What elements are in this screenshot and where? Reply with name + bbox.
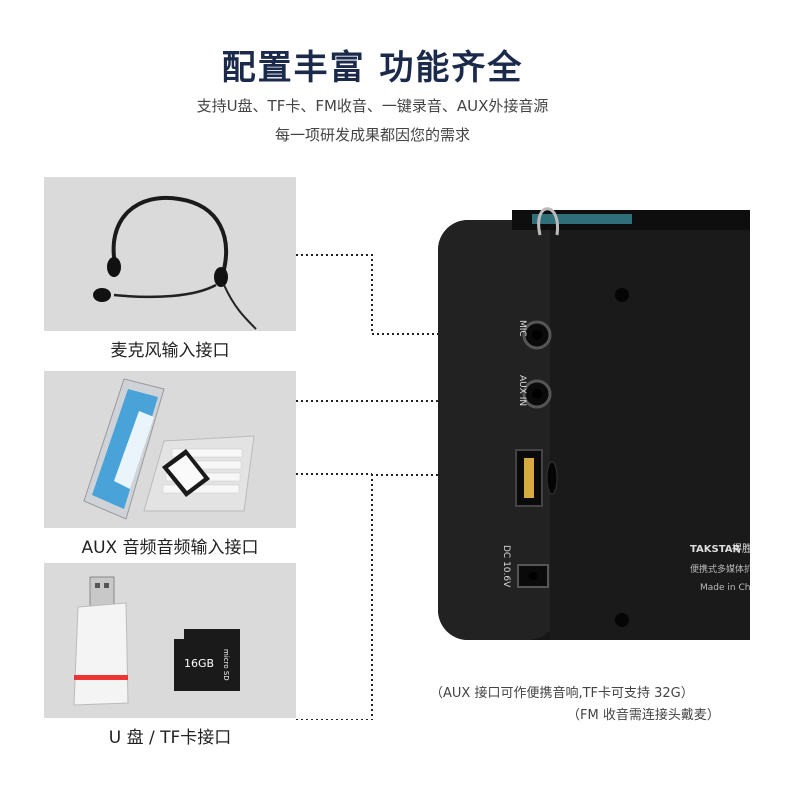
subtitle-line-1: 支持U盘、TF卡、FM收音、一键录音、AUX外接音源 [196, 97, 549, 115]
svg-text:TAKSTAR: TAKSTAR [690, 544, 741, 555]
headset-microphone-icon [93, 195, 257, 330]
speaker-device: MIC AUX IN DC 10.6V TAKSTAR 得胜 便携式多媒体扩音器… [438, 207, 750, 640]
svg-text:AUX IN: AUX IN [517, 375, 527, 406]
svg-text:便携式多媒体扩音器: 便携式多媒体扩音器 [690, 563, 750, 575]
tf-slot-icon [546, 461, 558, 495]
note-line-2: （FM 收音需连接头戴麦） [567, 708, 720, 723]
usb-port-icon [515, 449, 543, 507]
phone-icon [162, 449, 210, 497]
usb-tf-panel: 16GB micro SD [44, 563, 296, 718]
microphone-panel [44, 177, 296, 331]
aux-caption: AUX 音频音频输入接口 [81, 538, 259, 558]
svg-text:MIC: MIC [517, 320, 527, 337]
svg-text:得胜: 得胜 [732, 543, 750, 555]
laptop-icon [83, 378, 255, 520]
svg-text:micro SD: micro SD [222, 649, 230, 681]
svg-text:DC 10.6V: DC 10.6V [501, 545, 511, 588]
microphone-caption: 麦克风输入接口 [110, 341, 230, 361]
svg-text:Made in China: Made in China [700, 583, 750, 593]
note-line-1: （AUX 接口可作便携音响,TF卡可支持 32G） [430, 686, 694, 701]
mic-jack-icon [522, 320, 552, 350]
dc-jack-icon [517, 564, 549, 588]
page-title: 配置丰富 功能齐全 [221, 48, 524, 88]
subtitle-line-2: 每一项研发成果都因您的需求 [274, 126, 470, 144]
aux-jack-icon [522, 379, 552, 409]
microsd-card-icon [174, 629, 240, 691]
aux-panel [44, 371, 296, 528]
usb-drive-icon: 16GB micro SD [73, 576, 240, 706]
svg-text:16GB: 16GB [184, 657, 214, 670]
usb-tf-caption: U 盘 / TF卡接口 [108, 728, 232, 748]
